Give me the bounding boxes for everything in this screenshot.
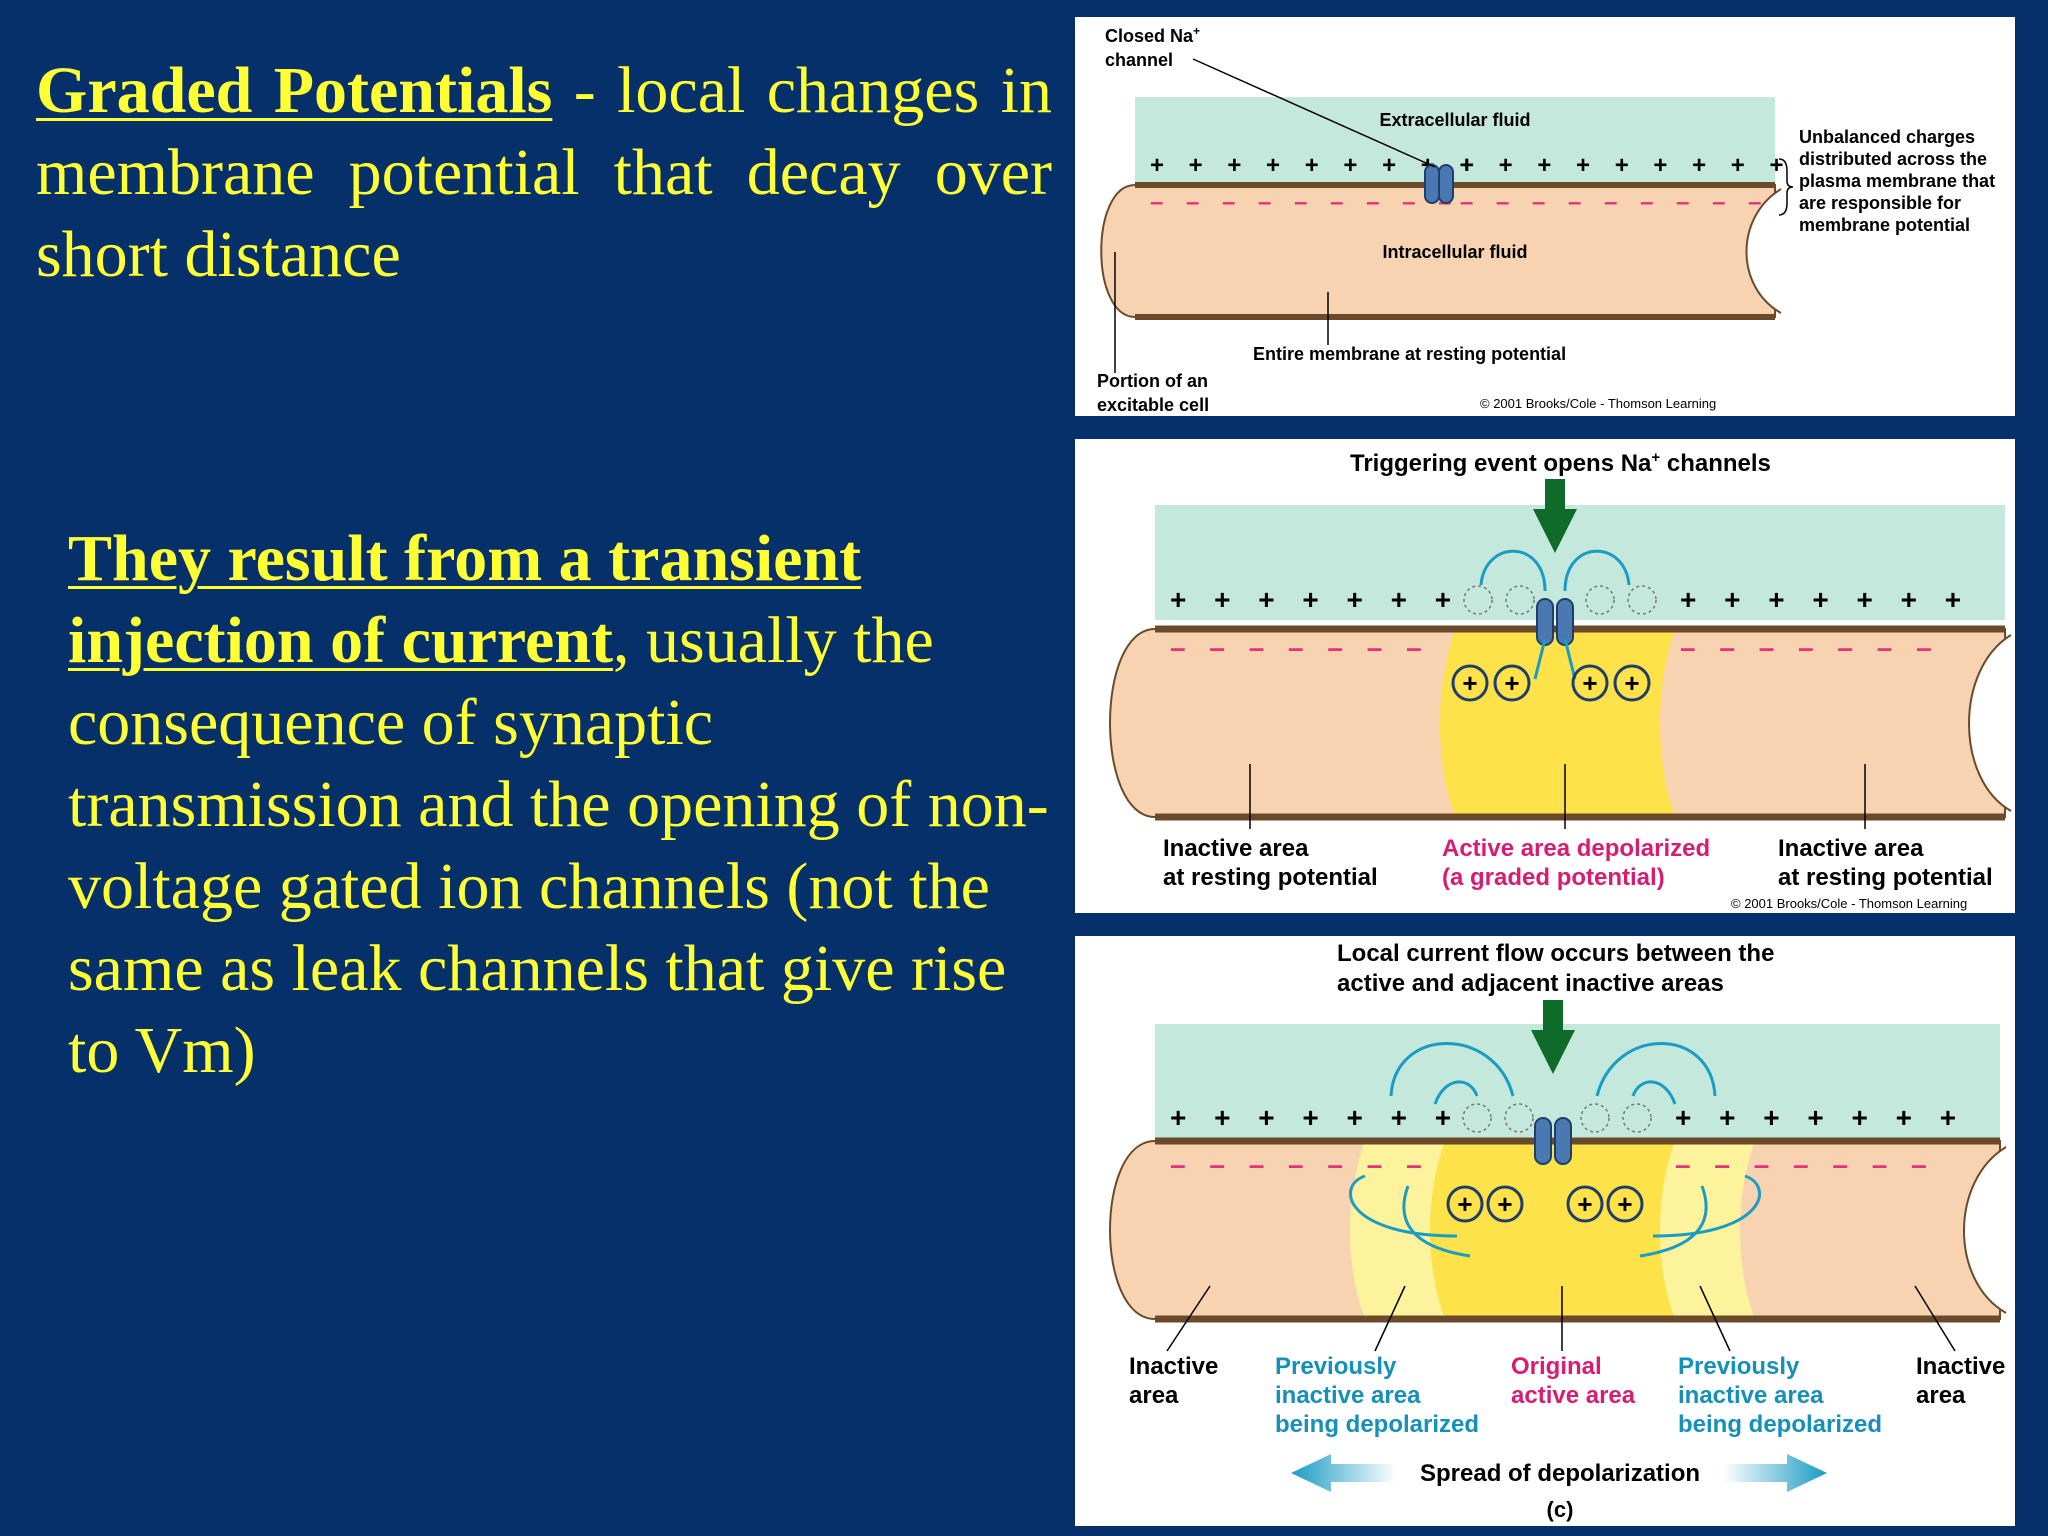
positive-charges-left: + + + + + + + + +	[1150, 152, 1482, 179]
brace-icon	[1778, 158, 1794, 216]
membrane-inside	[1100, 184, 1776, 318]
svg-text:+: +	[1504, 668, 1519, 698]
dashed-charges	[1462, 1103, 1652, 1133]
negative-charges-left: – – – – – – – – –	[1150, 189, 1459, 216]
inactive-right-label: Inactive area at resting potential	[1778, 835, 1993, 891]
svg-text:+: +	[1462, 668, 1477, 698]
positive-charges-left: + + + + + + +	[1170, 1102, 1461, 1133]
membrane-cut-end	[1968, 634, 2012, 812]
closed-na-channel-icon	[1424, 164, 1454, 204]
spread-right-arrow-icon	[1723, 1454, 1827, 1492]
na-channel-icon	[1536, 598, 1574, 646]
active-area-label: Active area depolarized (a graded potent…	[1442, 835, 1717, 891]
spread-label: Spread of depolarization	[1420, 1460, 1700, 1487]
svg-text:+: +	[1582, 668, 1597, 698]
body-term: They result from a transient injection o…	[68, 522, 862, 677]
positive-ions-icon	[1446, 1185, 1644, 1223]
resting-membrane-diagram: + + + + + + + + + + + + + + + + + + – – …	[1097, 19, 2000, 415]
svg-text:+: +	[1617, 1189, 1632, 1219]
copyright-b: © 2001 Brooks/Cole - Thomson Learning	[1731, 896, 1967, 911]
previously-left-label: Previously inactive area being depolariz…	[1275, 1353, 1479, 1438]
inactive-right-label: Inactive area	[1916, 1353, 2012, 1409]
extracellular-region	[1155, 1024, 2000, 1139]
svg-text:+: +	[1457, 1189, 1472, 1219]
positive-charges-right: + + + + + + + + +	[1460, 152, 1792, 179]
positive-ion-signs: + + + +	[1462, 668, 1639, 698]
negative-charges-left: – – – – – – –	[1170, 1149, 1430, 1180]
heading-term: Graded Potentials	[36, 54, 553, 127]
dashed-charges	[1463, 585, 1657, 615]
leader-closed-channel	[1192, 58, 1436, 168]
svg-text:+: +	[1624, 668, 1639, 698]
original-active-label: Original active area	[1511, 1353, 1636, 1409]
positive-charges-right: + + + + + + +	[1680, 584, 1971, 615]
entire-membrane-label: Entire membrane at resting potential	[1253, 344, 1566, 364]
positive-ions-icon	[1451, 664, 1651, 702]
membrane-cut-end	[1745, 188, 1782, 314]
svg-text:+: +	[1497, 1189, 1512, 1219]
heading-definition: - local changes in membrane potential th…	[36, 54, 1052, 291]
panel-triggering-event: + + + + + + + + + + + + + + – – – – – – …	[1075, 439, 2015, 913]
panel-c-letter: (c)	[1547, 1497, 1574, 1522]
closed-channel-label: Closed Na+ channel	[1105, 19, 1205, 70]
membrane-cut-end	[1963, 1146, 2007, 1314]
leader-lines	[1166, 1285, 1956, 1352]
body-paragraph: They result from a transient injection o…	[68, 518, 1058, 1092]
spread-left-arrow-icon	[1291, 1454, 1397, 1492]
extracellular-label: Extracellular fluid	[1379, 110, 1530, 130]
copyright-a: © 2001 Brooks/Cole - Thomson Learning	[1480, 396, 1716, 411]
flow-arrows	[1479, 549, 1631, 680]
unbalanced-charges-label: Unbalanced charges distributed across th…	[1799, 127, 2000, 235]
negative-charges-left: – – – – – – –	[1170, 632, 1430, 663]
panel-resting-membrane: + + + + + + + + + + + + + + + + + + – – …	[1075, 17, 2015, 416]
flow-arrows	[1349, 1042, 1761, 1258]
extracellular-region	[1155, 505, 2005, 620]
panel-c-title: Local current flow occurs between the ac…	[1337, 940, 1781, 997]
svg-text:+: +	[1577, 1189, 1592, 1219]
trigger-arrow-icon	[1531, 1000, 1575, 1074]
panel-b-title: Triggering event opens Na+ channels	[1350, 449, 1771, 477]
local-current-diagram: + + + + + + + + + + + + + + – – – – – – …	[1109, 940, 2012, 1522]
panel-local-current: + + + + + + + + + + + + + + – – – – – – …	[1075, 936, 2015, 1526]
intracellular-label: Intracellular fluid	[1382, 242, 1527, 262]
body-rest: , usually the consequence of synaptic tr…	[68, 604, 1049, 1087]
depolarized-region	[1440, 629, 1675, 817]
positive-ion-signs: + + + +	[1457, 1189, 1632, 1219]
positive-charges-left: + + + + + + +	[1170, 584, 1461, 615]
negative-charges-right: – – – – – – – – –	[1460, 189, 1769, 216]
original-active-region	[1430, 1141, 1675, 1319]
na-channel-icon	[1534, 1117, 1572, 1165]
negative-charges-right: – – – – – – –	[1675, 1149, 1935, 1180]
previously-right-label: Previously inactive area being depolariz…	[1678, 1353, 1882, 1438]
positive-charges-right: + + + + + + +	[1675, 1102, 1966, 1133]
portion-label: Portion of an excitable cell	[1097, 371, 1213, 415]
heading-paragraph: Graded Potentials - local changes in mem…	[36, 50, 1052, 296]
inactive-left-label: Inactive area	[1129, 1353, 1225, 1409]
inactive-left-label: Inactive area at resting potential	[1163, 835, 1378, 891]
triggering-event-diagram: + + + + + + + + + + + + + + – – – – – – …	[1109, 449, 2012, 911]
negative-charges-right: – – – – – – –	[1680, 632, 1940, 663]
trigger-arrow-icon	[1533, 479, 1577, 553]
